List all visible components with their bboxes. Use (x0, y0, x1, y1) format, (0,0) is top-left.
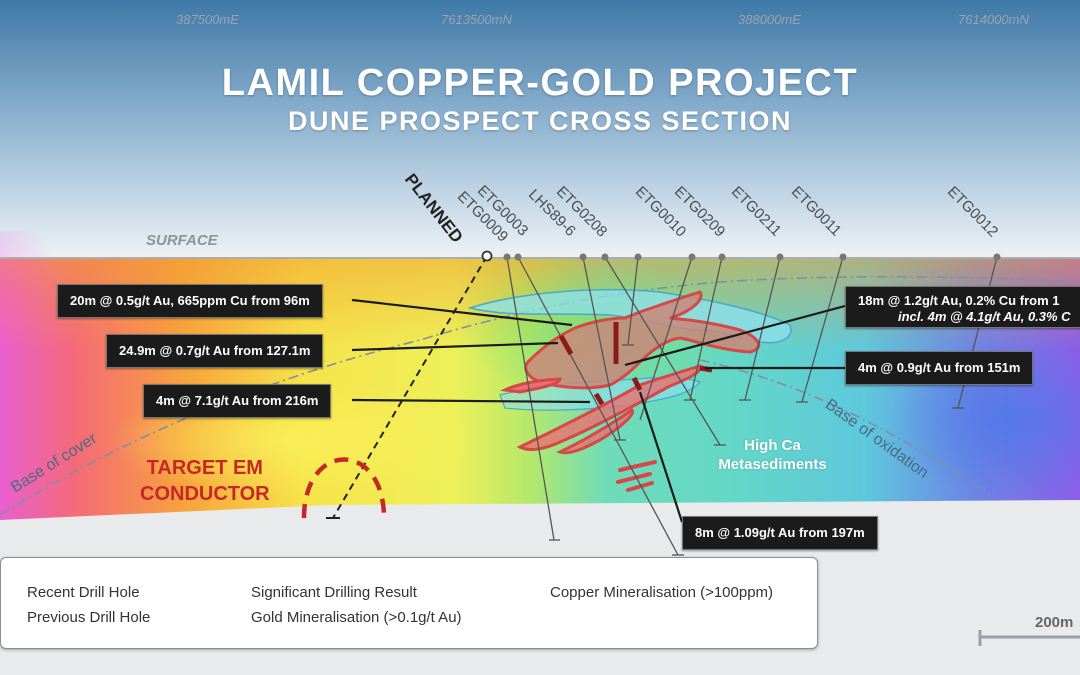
coord-northing-1: 7613500mN (441, 12, 512, 27)
legend-recent-hole: Recent Drill Hole (27, 584, 140, 601)
gold-mineralisation-zone (524, 290, 761, 390)
coord-northing-2: 7614000mN (958, 12, 1029, 27)
callout-result-4: 18m @ 1.2g/t Au, 0.2% Cu from 1 incl. 4m… (845, 286, 1080, 328)
legend-previous-hole: Previous Drill Hole (27, 609, 151, 626)
scale-label: 200m (1035, 614, 1074, 631)
target-line2: CONDUCTOR (140, 483, 270, 505)
drill-trace-etg0211 (689, 256, 723, 401)
callout-result-3: 4m @ 7.1g/t Au from 216m (143, 384, 332, 418)
callout-result-1: 20m @ 0.5g/t Au, 665ppm Cu from 96m (57, 284, 323, 318)
geology-label: High Ca Metasediments (700, 436, 845, 474)
callout-result-2: 24.9m @ 0.7g/t Au from 127.1m (106, 334, 324, 368)
legend-gold-mineralisation: Gold Mineralisation (>0.1g/t Au) (251, 609, 462, 626)
legend: Recent Drill Hole Previous Drill Hole Si… (0, 557, 818, 649)
base-of-oxidation-line (699, 359, 991, 496)
drill-trace-etg0209 (639, 256, 693, 421)
drill-trace-etg0003 (517, 256, 679, 556)
callout-result-6: 8m @ 1.09g/t Au from 197m (682, 516, 878, 550)
geology-label-line2: Metasediments (718, 456, 827, 473)
coord-easting-2: 388000mE (738, 12, 801, 27)
page-subtitle: DUNE PROSPECT CROSS SECTION (287, 106, 793, 136)
sky-background (0, 0, 1080, 258)
planned-hole (332, 255, 488, 519)
drill-trace-etg0010 (627, 256, 639, 346)
page-title: LAMIL COPPER-GOLD PROJECT (221, 62, 859, 104)
surface-label: SURFACE (146, 232, 218, 249)
callout-result-4-line1: 18m @ 1.2g/t Au, 0.2% Cu from 1 (858, 293, 1060, 308)
target-em-conductor-label: TARGET EM CONDUCTOR (140, 455, 270, 507)
callout-result-4-line2: incl. 4m @ 4.1g/t Au, 0.3% C (898, 309, 1071, 324)
drill-holes (506, 256, 998, 556)
legend-significant-result: Significant Drilling Result (251, 584, 417, 601)
geology-label-line1: High Ca (744, 437, 801, 454)
legend-copper-mineralisation: Copper Mineralisation (>100ppm) (550, 584, 774, 601)
target-em-conductor-outline (301, 457, 387, 519)
drill-trace-etg0012 (801, 256, 844, 403)
coord-easting-1: 387500mE (176, 12, 239, 27)
drill-trace-lhs89-6 (582, 256, 621, 441)
drill-trace-etg0009 (506, 256, 555, 541)
target-line1: TARGET EM (146, 457, 263, 479)
callout-result-5: 4m @ 0.9g/t Au from 151m (845, 351, 1034, 385)
scale-bar (978, 630, 1080, 646)
